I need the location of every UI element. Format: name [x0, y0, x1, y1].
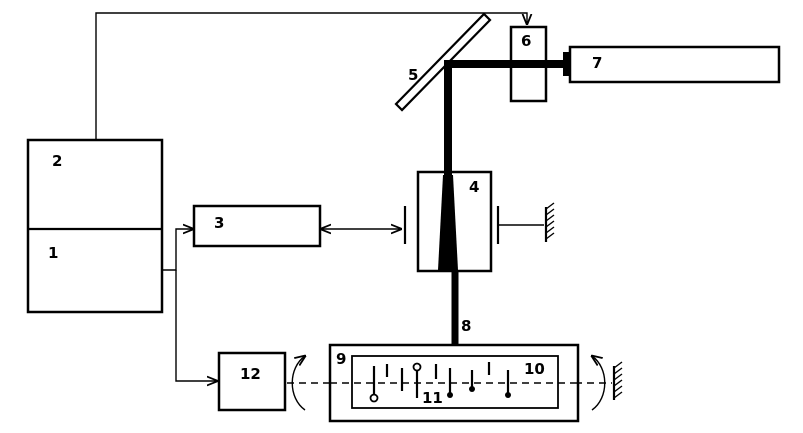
sample-pin [469, 370, 475, 392]
block-3: 3 [192, 204, 322, 248]
mirror-5: 5 [394, 12, 492, 112]
label-10: 10 [524, 360, 545, 378]
ground-symbol-axis [612, 361, 623, 400]
sample-pin [412, 362, 422, 398]
label-6: 6 [521, 32, 531, 50]
sample-pin [369, 366, 379, 403]
label-7: 7 [592, 54, 602, 72]
label-5: 5 [408, 66, 418, 84]
beam-in-block-4 [438, 175, 458, 270]
label-9: 9 [336, 350, 346, 368]
laser-7: 7 [563, 45, 781, 84]
signal-line-1-to-12 [175, 270, 217, 381]
controller-block: 2 1 [26, 138, 164, 314]
block-2-1-frame [26, 138, 164, 314]
sample-pin [505, 370, 511, 398]
block-12-frame [217, 351, 287, 412]
block-10-inner [351, 355, 559, 409]
laser-beam: 8 [438, 60, 564, 345]
signal-line-2-to-6 [95, 12, 527, 140]
sample-pins [369, 362, 511, 403]
laser-body [568, 45, 781, 84]
label-4: 4 [469, 178, 479, 196]
label-1: 1 [48, 244, 58, 262]
label-8: 8 [461, 317, 471, 335]
block-4: 4 [403, 170, 555, 273]
block-9: 9 10 11 [328, 343, 580, 423]
signal-line-1-to-3 [162, 229, 193, 271]
label-2: 2 [52, 152, 62, 170]
label-11: 11 [422, 389, 443, 407]
label-12: 12 [240, 365, 261, 383]
label-3: 3 [214, 214, 224, 232]
block-3-frame [192, 204, 322, 248]
block-12: 12 [217, 351, 287, 412]
mirror-plate [394, 12, 492, 112]
ground-symbol-4 [544, 202, 555, 242]
laser-aperture [563, 52, 571, 76]
sample-pin [447, 368, 453, 398]
